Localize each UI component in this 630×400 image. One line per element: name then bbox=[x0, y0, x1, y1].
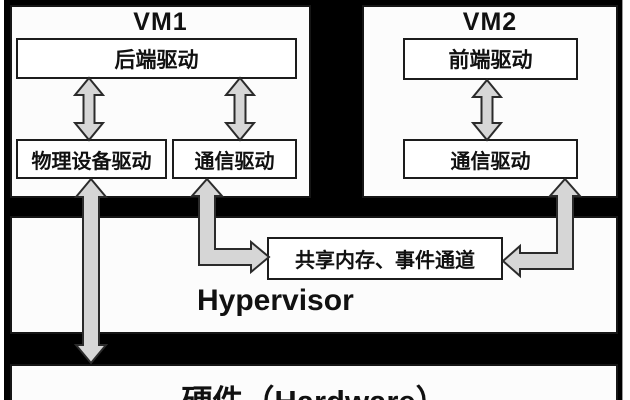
right-margin bbox=[622, 0, 630, 400]
vm1-comm-driver-box: 通信驱动 bbox=[172, 139, 297, 179]
frontend-driver-box: 前端驱动 bbox=[403, 38, 578, 80]
vm2-title: VM2 bbox=[462, 8, 518, 36]
shared-memory-event-channel-box: 共享内存、事件通道 bbox=[267, 237, 503, 280]
backend-driver-box: 后端驱动 bbox=[16, 38, 297, 79]
hardware-panel bbox=[10, 364, 618, 400]
hypervisor-label: Hypervisor bbox=[197, 284, 354, 317]
hardware-label: 硬件（Hardware） bbox=[10, 376, 618, 400]
vm1-title: VM1 bbox=[133, 8, 188, 36]
vm2-comm-driver-box: 通信驱动 bbox=[403, 139, 578, 179]
physical-device-driver-box: 物理设备驱动 bbox=[16, 139, 167, 179]
